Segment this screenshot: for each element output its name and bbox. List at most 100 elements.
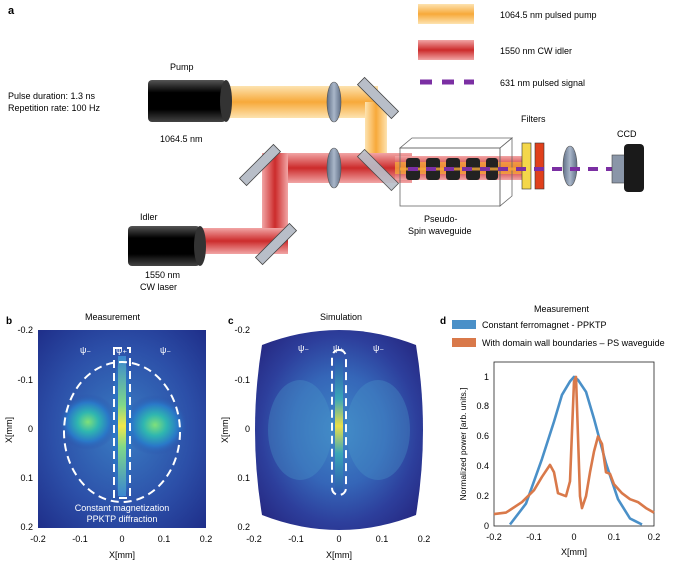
mirror-idler-bottom — [254, 222, 298, 266]
panel-b-circle-marker — [63, 361, 181, 503]
panel-b-xtick: -0.2 — [30, 534, 46, 544]
filter-yellow — [521, 142, 532, 190]
lens-idler — [326, 147, 342, 189]
pump-pulse-duration: Pulse duration: 1.3 ns — [8, 91, 96, 101]
panel-d-ytick: 0.8 — [476, 401, 489, 411]
panel-d-xtick: 0.1 — [608, 532, 621, 542]
panel-d-title: Measurement — [534, 304, 590, 314]
panel-b-caption-1: Constant magnetization — [75, 503, 170, 513]
panel-c-ytick: 0.1 — [237, 473, 250, 483]
panel-c-psi-plus: ψ₊ — [333, 343, 344, 353]
mirror-pump — [356, 76, 400, 120]
panel-b-stripe-marker — [113, 347, 131, 499]
panel-d-xtick: -0.1 — [526, 532, 542, 542]
lens-output — [562, 145, 578, 187]
legend-signal-text: 631 nm pulsed signal — [500, 78, 585, 88]
legend-series-1-swatch — [452, 338, 476, 347]
panel-b-psi-minus-right: ψ₋ — [160, 345, 171, 355]
legend-series-0-swatch — [452, 320, 476, 329]
panel-b-psi-minus-left: ψ₋ — [80, 345, 91, 355]
plot-marks — [493, 375, 655, 526]
panel-d-ytick: 0.2 — [476, 491, 489, 501]
panel-c-stripe-marker — [331, 349, 347, 496]
pump-repetition-rate: Repetition rate: 100 Hz — [8, 103, 101, 113]
panel-c-xtick: 0 — [336, 534, 341, 544]
panel-b-xtick: 0 — [119, 534, 124, 544]
idler-title: Idler — [140, 212, 158, 222]
pump-laser — [148, 80, 226, 122]
ccd-body — [624, 144, 644, 192]
panel-b-ytick: -0.1 — [17, 375, 33, 385]
panel-d-xtick: 0.2 — [648, 532, 661, 542]
lens-pump — [326, 81, 342, 123]
panel-c-label: c — [228, 316, 234, 327]
panel-b-caption-2: PPKTP diffraction — [87, 514, 158, 524]
ccd-label: CCD — [617, 129, 637, 139]
idler-wavelength: 1550 nm — [145, 270, 180, 280]
panel-d-label: d — [440, 316, 446, 327]
idler-cw-laser: CW laser — [140, 282, 177, 292]
pump-beam-vertical — [365, 102, 387, 162]
panel-b-label: b — [6, 316, 12, 327]
panel-d-ytick: 1 — [484, 372, 489, 382]
panel-b-xtick: 0.2 — [200, 534, 213, 544]
panel-b-ytick: 0.1 — [20, 473, 33, 483]
mirror-dichroic — [356, 148, 400, 192]
panel-d-ytick: 0 — [484, 521, 489, 531]
panel-b-ytick: 0.2 — [20, 522, 33, 532]
panel-b: b Measurement ψ₋ ψ₊ ψ₋ Constant magnetiz… — [4, 312, 212, 560]
ccd-front — [611, 154, 627, 184]
panel-b-title: Measurement — [85, 312, 141, 322]
waveguide-label-2: Spin waveguide — [408, 226, 472, 236]
panel-b-ytick: 0 — [28, 424, 33, 434]
series-line-1 — [493, 375, 655, 516]
panel-d-ytick: 0.6 — [476, 431, 489, 441]
panel-b-ytick: -0.2 — [17, 325, 33, 335]
legend-idler-text: 1550 nm CW idler — [500, 46, 572, 56]
panel-c-psi-minus-right: ψ₋ — [373, 343, 384, 353]
panel-c-title: Simulation — [320, 312, 362, 322]
panel-a: a 1064.5 nm pulsed pump 1550 nm CW idler… — [8, 4, 644, 292]
pump-title: Pump — [170, 62, 194, 72]
panel-b-xlabel: X[mm] — [109, 550, 135, 560]
panel-d-xtick: 0 — [571, 532, 576, 542]
filters-label: Filters — [521, 114, 546, 124]
legend-series-0-label: Constant ferromagnet - PPKTP — [482, 320, 607, 330]
panel-b-xtick: -0.1 — [72, 534, 88, 544]
panel-b-ylabel: X[mm] — [4, 417, 14, 443]
legend-series-1-label: With domain wall boundaries – PS wavegui… — [482, 338, 665, 348]
panel-b-psi-plus: ψ₊ — [116, 345, 127, 355]
legend-pump-text: 1064.5 nm pulsed pump — [500, 10, 597, 20]
waveguide-label-1: Pseudo- — [424, 214, 458, 224]
panel-d-xtick: -0.2 — [486, 532, 502, 542]
panel-d-xlabel: X[mm] — [561, 547, 587, 557]
panel-d-ylabel: Normalized power [arb. units.] — [458, 388, 468, 501]
panel-d-ytick: 0.4 — [476, 461, 489, 471]
idler-laser — [128, 226, 200, 266]
filter-red — [534, 142, 545, 190]
panel-c-xtick: -0.1 — [288, 534, 304, 544]
panel-c-ytick: -0.1 — [234, 375, 250, 385]
legend-pump-swatch — [418, 4, 474, 24]
panel-c-ytick: 0 — [245, 424, 250, 434]
panel-c-xtick: 0.1 — [376, 534, 389, 544]
panel-c-xtick: 0.2 — [418, 534, 431, 544]
panel-c-image — [254, 330, 424, 530]
panel-c-psi-minus-left: ψ₋ — [298, 343, 309, 353]
panel-d: d Measurement Constant ferromagnet - PPK… — [440, 304, 665, 557]
panel-c-xtick: -0.2 — [246, 534, 262, 544]
panel-c: c Simulation ψ₋ ψ₊ ψ₋ -0.2 -0.1 0 0.1 0.… — [220, 312, 430, 560]
panel-c-xlabel: X[mm] — [326, 550, 352, 560]
panel-c-ytick: 0.2 — [237, 522, 250, 532]
pump-wavelength: 1064.5 nm — [160, 134, 203, 144]
panel-a-label: a — [8, 5, 15, 17]
pump-laser-aperture — [220, 80, 232, 122]
legend-idler-swatch — [418, 40, 474, 60]
pump-beam — [228, 86, 378, 118]
panel-b-xtick: 0.1 — [158, 534, 171, 544]
panel-c-ytick: -0.2 — [234, 325, 250, 335]
idler-laser-aperture — [194, 226, 206, 266]
mirror-idler-top — [238, 143, 282, 187]
panel-c-ylabel: X[mm] — [220, 417, 230, 443]
